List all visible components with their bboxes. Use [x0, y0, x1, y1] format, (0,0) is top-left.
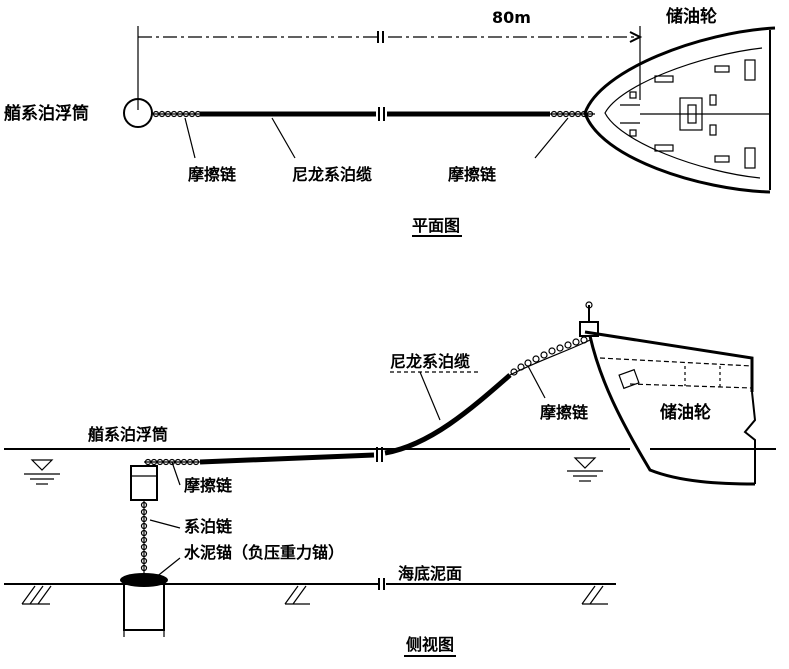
- distance-dimension: 80m: [137, 8, 643, 110]
- side-buoy: [130, 465, 158, 501]
- side-nylon-hawser: [199, 373, 512, 465]
- plan-view-caption: 平面图: [412, 216, 460, 235]
- side-view: 尼龙系泊缆 摩擦链 储油轮 艏系泊浮筒 摩擦链 系泊链 水泥锚（负压重力锚） 海…: [4, 301, 776, 657]
- plan-chafe-chain-right: [550, 110, 595, 118]
- plan-nylon-hawser-label: 尼龙系泊缆: [292, 165, 372, 184]
- side-chafe-chain-lower-label: 摩擦链: [184, 476, 233, 495]
- side-anchor: [120, 573, 168, 637]
- seabed-label: 海底泥面: [398, 564, 462, 583]
- side-anchor-label: 水泥锚（负压重力锚）: [184, 543, 344, 562]
- plan-buoy: [123, 98, 153, 128]
- seabed: [4, 578, 616, 605]
- plan-chafe-chain-right-label: 摩擦链: [448, 165, 497, 184]
- side-mooring-chain: [140, 500, 148, 578]
- side-ship: [579, 301, 757, 486]
- side-mooring-chain-label: 系泊链: [184, 517, 233, 536]
- plan-ship-bow: [583, 26, 776, 194]
- side-view-caption: 侧视图: [406, 635, 454, 654]
- plan-view: 80m: [4, 6, 776, 237]
- plan-buoy-label: 艏系泊浮筒: [4, 103, 89, 124]
- plan-chafe-chain-left-label: 摩擦链: [188, 165, 237, 184]
- plan-nylon-hawser: [200, 107, 550, 121]
- side-chafe-chain-upper-label: 摩擦链: [540, 403, 589, 422]
- plan-chafe-chain-left: [152, 110, 202, 118]
- plan-ship-label: 储油轮: [666, 6, 717, 27]
- side-nylon-hawser-label: 尼龙系泊缆: [390, 352, 470, 371]
- side-ship-label: 储油轮: [660, 402, 711, 423]
- distance-label: 80m: [492, 8, 531, 27]
- side-buoy-label: 艏系泊浮筒: [88, 425, 168, 444]
- side-chafe-chain-upper: [509, 336, 591, 376]
